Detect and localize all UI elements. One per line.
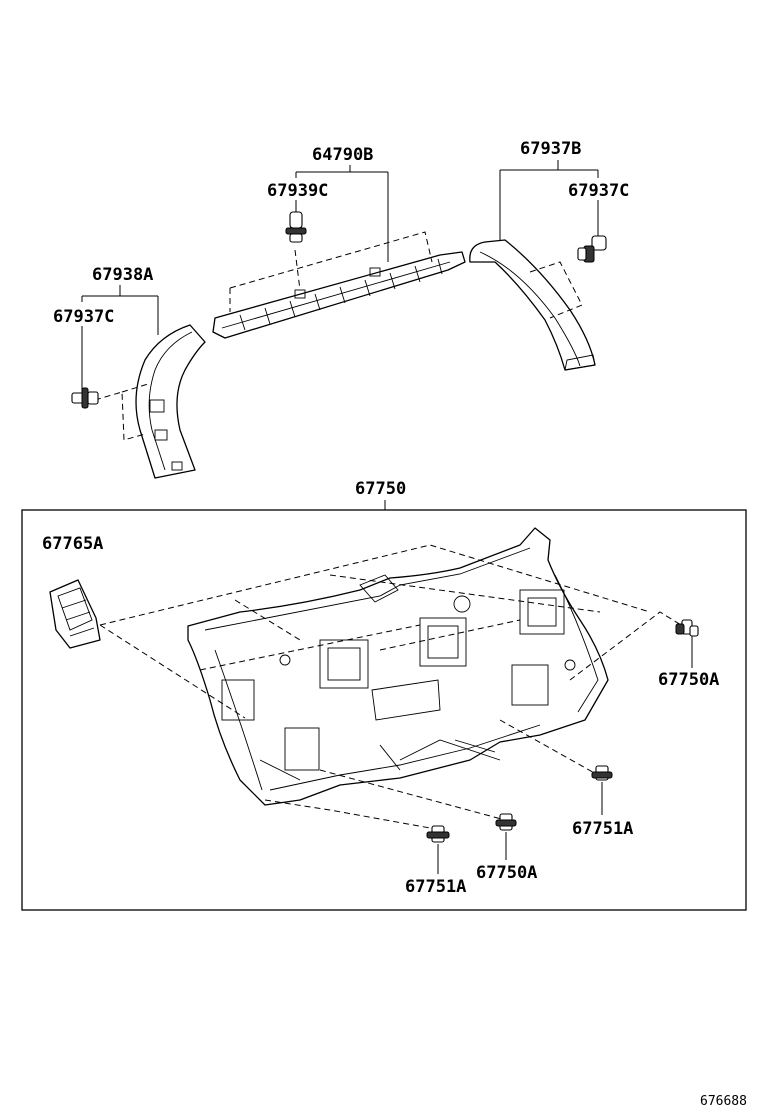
part-64790B-trim-strip [212,251,466,339]
dashed-box-67937B [529,261,583,319]
clip-67751A-bottom [426,825,450,843]
leader-67937B [499,160,599,240]
dashed-box-64790B [229,231,433,312]
part-67765A-cover [49,579,101,649]
label-67750A-bottom: 67750A [476,863,537,883]
label-67937C-right: 67937C [568,181,629,201]
label-67765A: 67765A [42,534,103,554]
dashed-box-67938A [94,383,149,441]
part-67750-back-door-trim-board [187,527,609,806]
label-67937B: 67937B [520,139,581,159]
assembly-frame-67750 [21,509,747,911]
clip-67750A-right [675,619,699,637]
label-67750: 67750 [355,479,406,499]
label-67938A: 67938A [92,265,153,285]
clip-67751A-right [591,765,613,781]
label-67751A-right: 67751A [572,819,633,839]
diagram-reference-number: 676688 [700,1094,747,1109]
clip-67937C-left [71,387,99,409]
clip-67750A-bottom [495,813,517,831]
label-67751A-bottom: 67751A [405,877,466,897]
label-67939C: 67939C [267,181,328,201]
part-67938A-pillar-trim [135,324,206,479]
dashed-guides-67750 [99,544,687,829]
part-67937B-pillar-trim [469,239,596,371]
leader-67938A [81,285,159,335]
leader-64790B [295,165,389,262]
label-67750A-right: 67750A [658,670,719,690]
clip-67937C-right [577,235,607,263]
label-64790B: 64790B [312,145,373,165]
label-67937C-left: 67937C [53,307,114,327]
clip-67939C [285,211,307,243]
